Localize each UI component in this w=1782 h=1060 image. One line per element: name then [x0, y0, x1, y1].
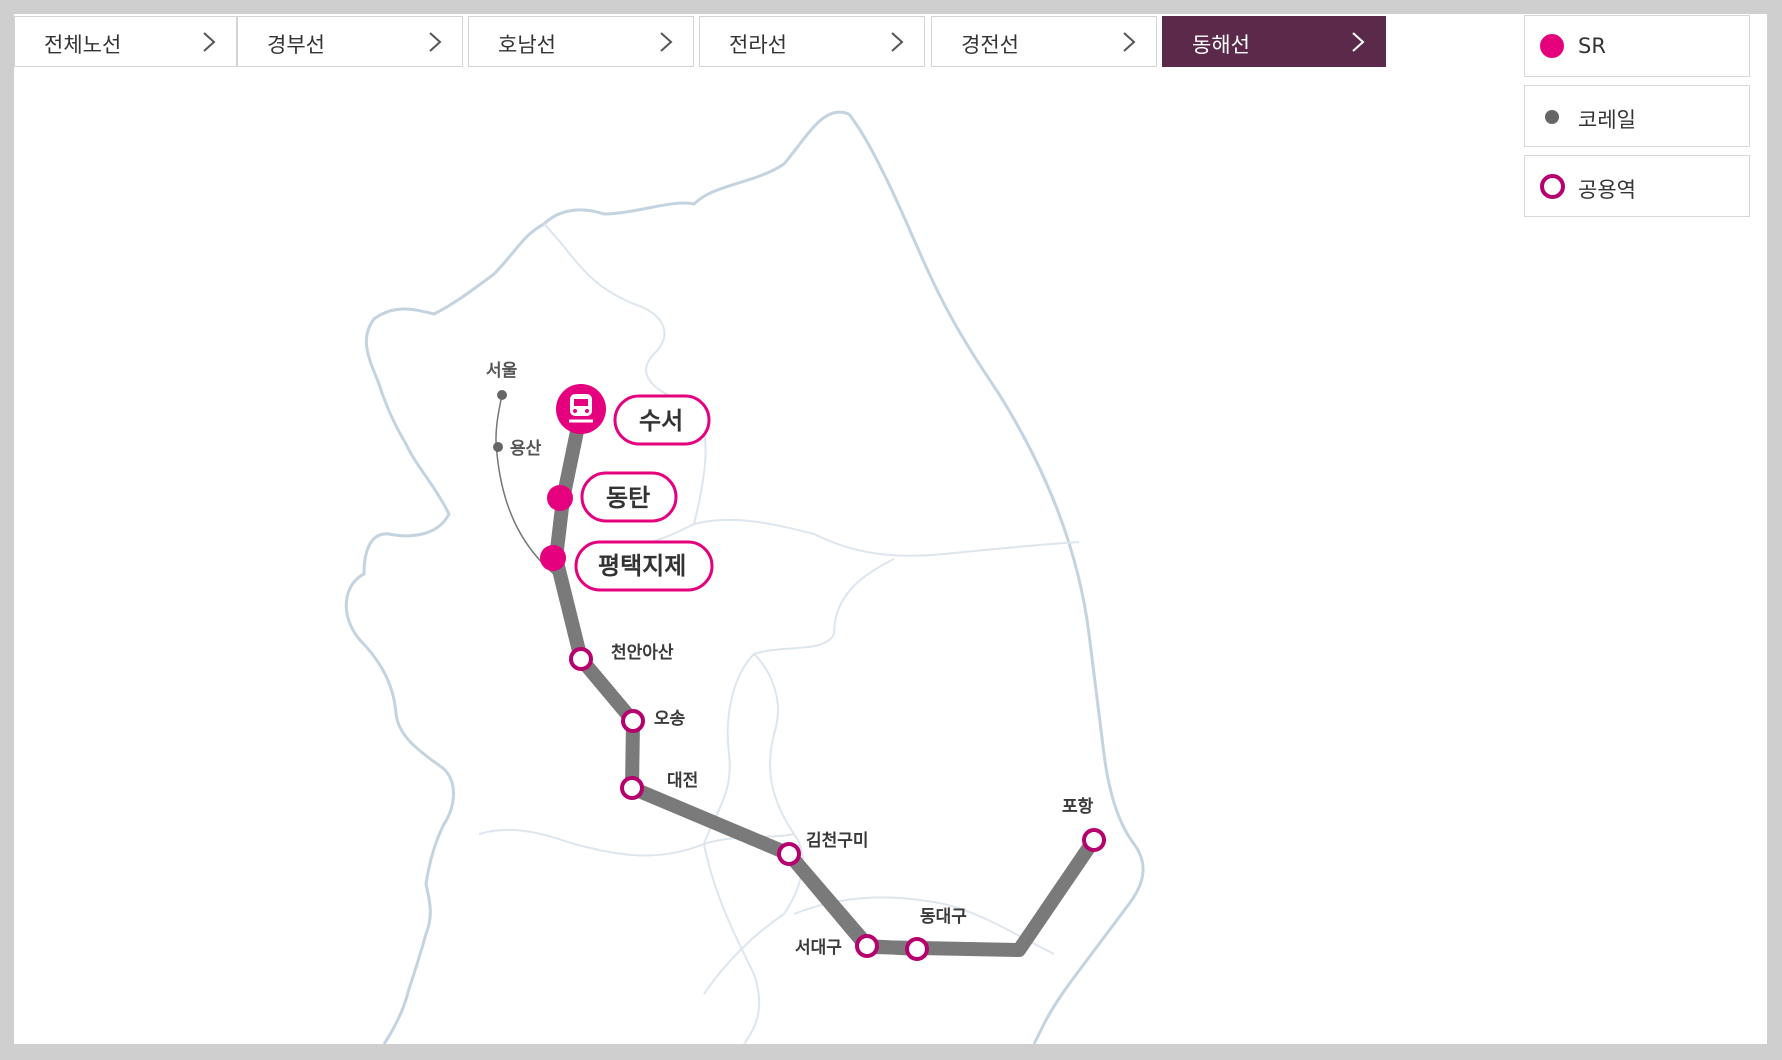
legend-item-shared: 공용역	[1524, 155, 1750, 217]
tab-honam[interactable]: 호남선	[468, 16, 694, 67]
sr-label-box-suseo	[613, 394, 711, 446]
station-label-pohang: 포항	[1062, 796, 1094, 817]
province-border	[543, 223, 695, 405]
station-label-dongtan: 동탄	[606, 484, 650, 512]
sr-label-box-pyeongtaek-jije	[574, 540, 714, 592]
shared-station-ring-icon	[1540, 174, 1565, 199]
sr-route-branch	[783, 849, 918, 956]
chevron-right-icon	[891, 32, 904, 52]
shared-station-gimcheon-gumi[interactable]	[777, 842, 801, 866]
station-label-gimcheon-gumi: 김천구미	[806, 831, 869, 851]
tab-donghae[interactable]: 동해선	[1162, 16, 1386, 67]
chevron-right-icon	[203, 32, 216, 52]
shared-station-osong[interactable]	[621, 709, 645, 733]
tab-label: 경부선	[267, 33, 325, 57]
chevron-right-icon	[1123, 32, 1136, 52]
station-label-seoul: 서울	[486, 361, 518, 381]
chevron-right-icon	[429, 32, 442, 52]
korail-dot-icon	[1545, 110, 1559, 124]
sr-route-line	[549, 410, 1100, 957]
tab-label: 동해선	[1192, 33, 1250, 57]
sr-dot-icon	[1540, 34, 1564, 58]
tab-all-lines[interactable]: 전체노선	[14, 16, 237, 67]
chevron-right-icon	[1352, 32, 1365, 52]
shared-station-dongdaegu[interactable]	[905, 937, 929, 961]
korail-station-yongsan[interactable]	[493, 442, 503, 452]
shared-station-daejeon[interactable]	[620, 776, 644, 800]
province-border	[703, 843, 761, 1044]
legend-item-sr: SR	[1524, 15, 1750, 77]
legend-label: 공용역	[1578, 178, 1636, 202]
route-map-panel: 전체노선 경부선 호남선 전라선 경전선 동해선 SR	[14, 14, 1767, 1044]
shared-station-cheonan-asan[interactable]	[569, 647, 593, 671]
legend-label: 코레일	[1578, 108, 1636, 132]
korail-station-seoul[interactable]	[497, 390, 507, 400]
province-border	[693, 518, 1080, 557]
chevron-right-icon	[660, 32, 673, 52]
sr-label-box-dongtan	[580, 471, 678, 523]
shared-station-seodaegu[interactable]	[855, 934, 879, 958]
legend-label: SR	[1578, 34, 1606, 58]
station-label-seodaegu: 서대구	[795, 938, 842, 958]
legend-item-korail: 코레일	[1524, 85, 1750, 147]
station-label-yongsan: 용산	[510, 439, 542, 459]
tab-gyeongjeon[interactable]: 경전선	[931, 16, 1157, 67]
peninsula-outline	[344, 110, 850, 1044]
tab-label: 경전선	[961, 33, 1019, 57]
station-label-daejeon: 대전	[667, 771, 698, 791]
station-label-osong: 오송	[654, 709, 686, 729]
station-label-pyeongtaek-jije: 평택지제	[598, 552, 686, 580]
station-label-cheonan-asan: 천안아산	[611, 643, 674, 663]
tab-label: 전라선	[729, 33, 787, 57]
korea-route-map: 서울 용산 수서 동탄 평택지제 천안아산 오송 대전 김천구미	[344, 110, 1145, 1044]
train-icon	[569, 394, 593, 423]
station-label-suseo: 수서	[639, 407, 683, 435]
station-label-dongdaegu: 동대구	[920, 907, 967, 927]
tab-gyeongbu[interactable]: 경부선	[237, 16, 463, 67]
tab-label: 전체노선	[44, 33, 122, 57]
east-coast-outline	[847, 113, 1145, 1044]
korail-line	[495, 394, 555, 575]
sr-station-dongtan[interactable]	[547, 485, 573, 511]
province-border	[703, 558, 895, 845]
sr-station-pyeongtaek-jije[interactable]	[540, 545, 566, 571]
tab-label: 호남선	[498, 33, 556, 57]
shared-station-pohang[interactable]	[1082, 828, 1106, 852]
tab-jeolla[interactable]: 전라선	[699, 16, 925, 67]
